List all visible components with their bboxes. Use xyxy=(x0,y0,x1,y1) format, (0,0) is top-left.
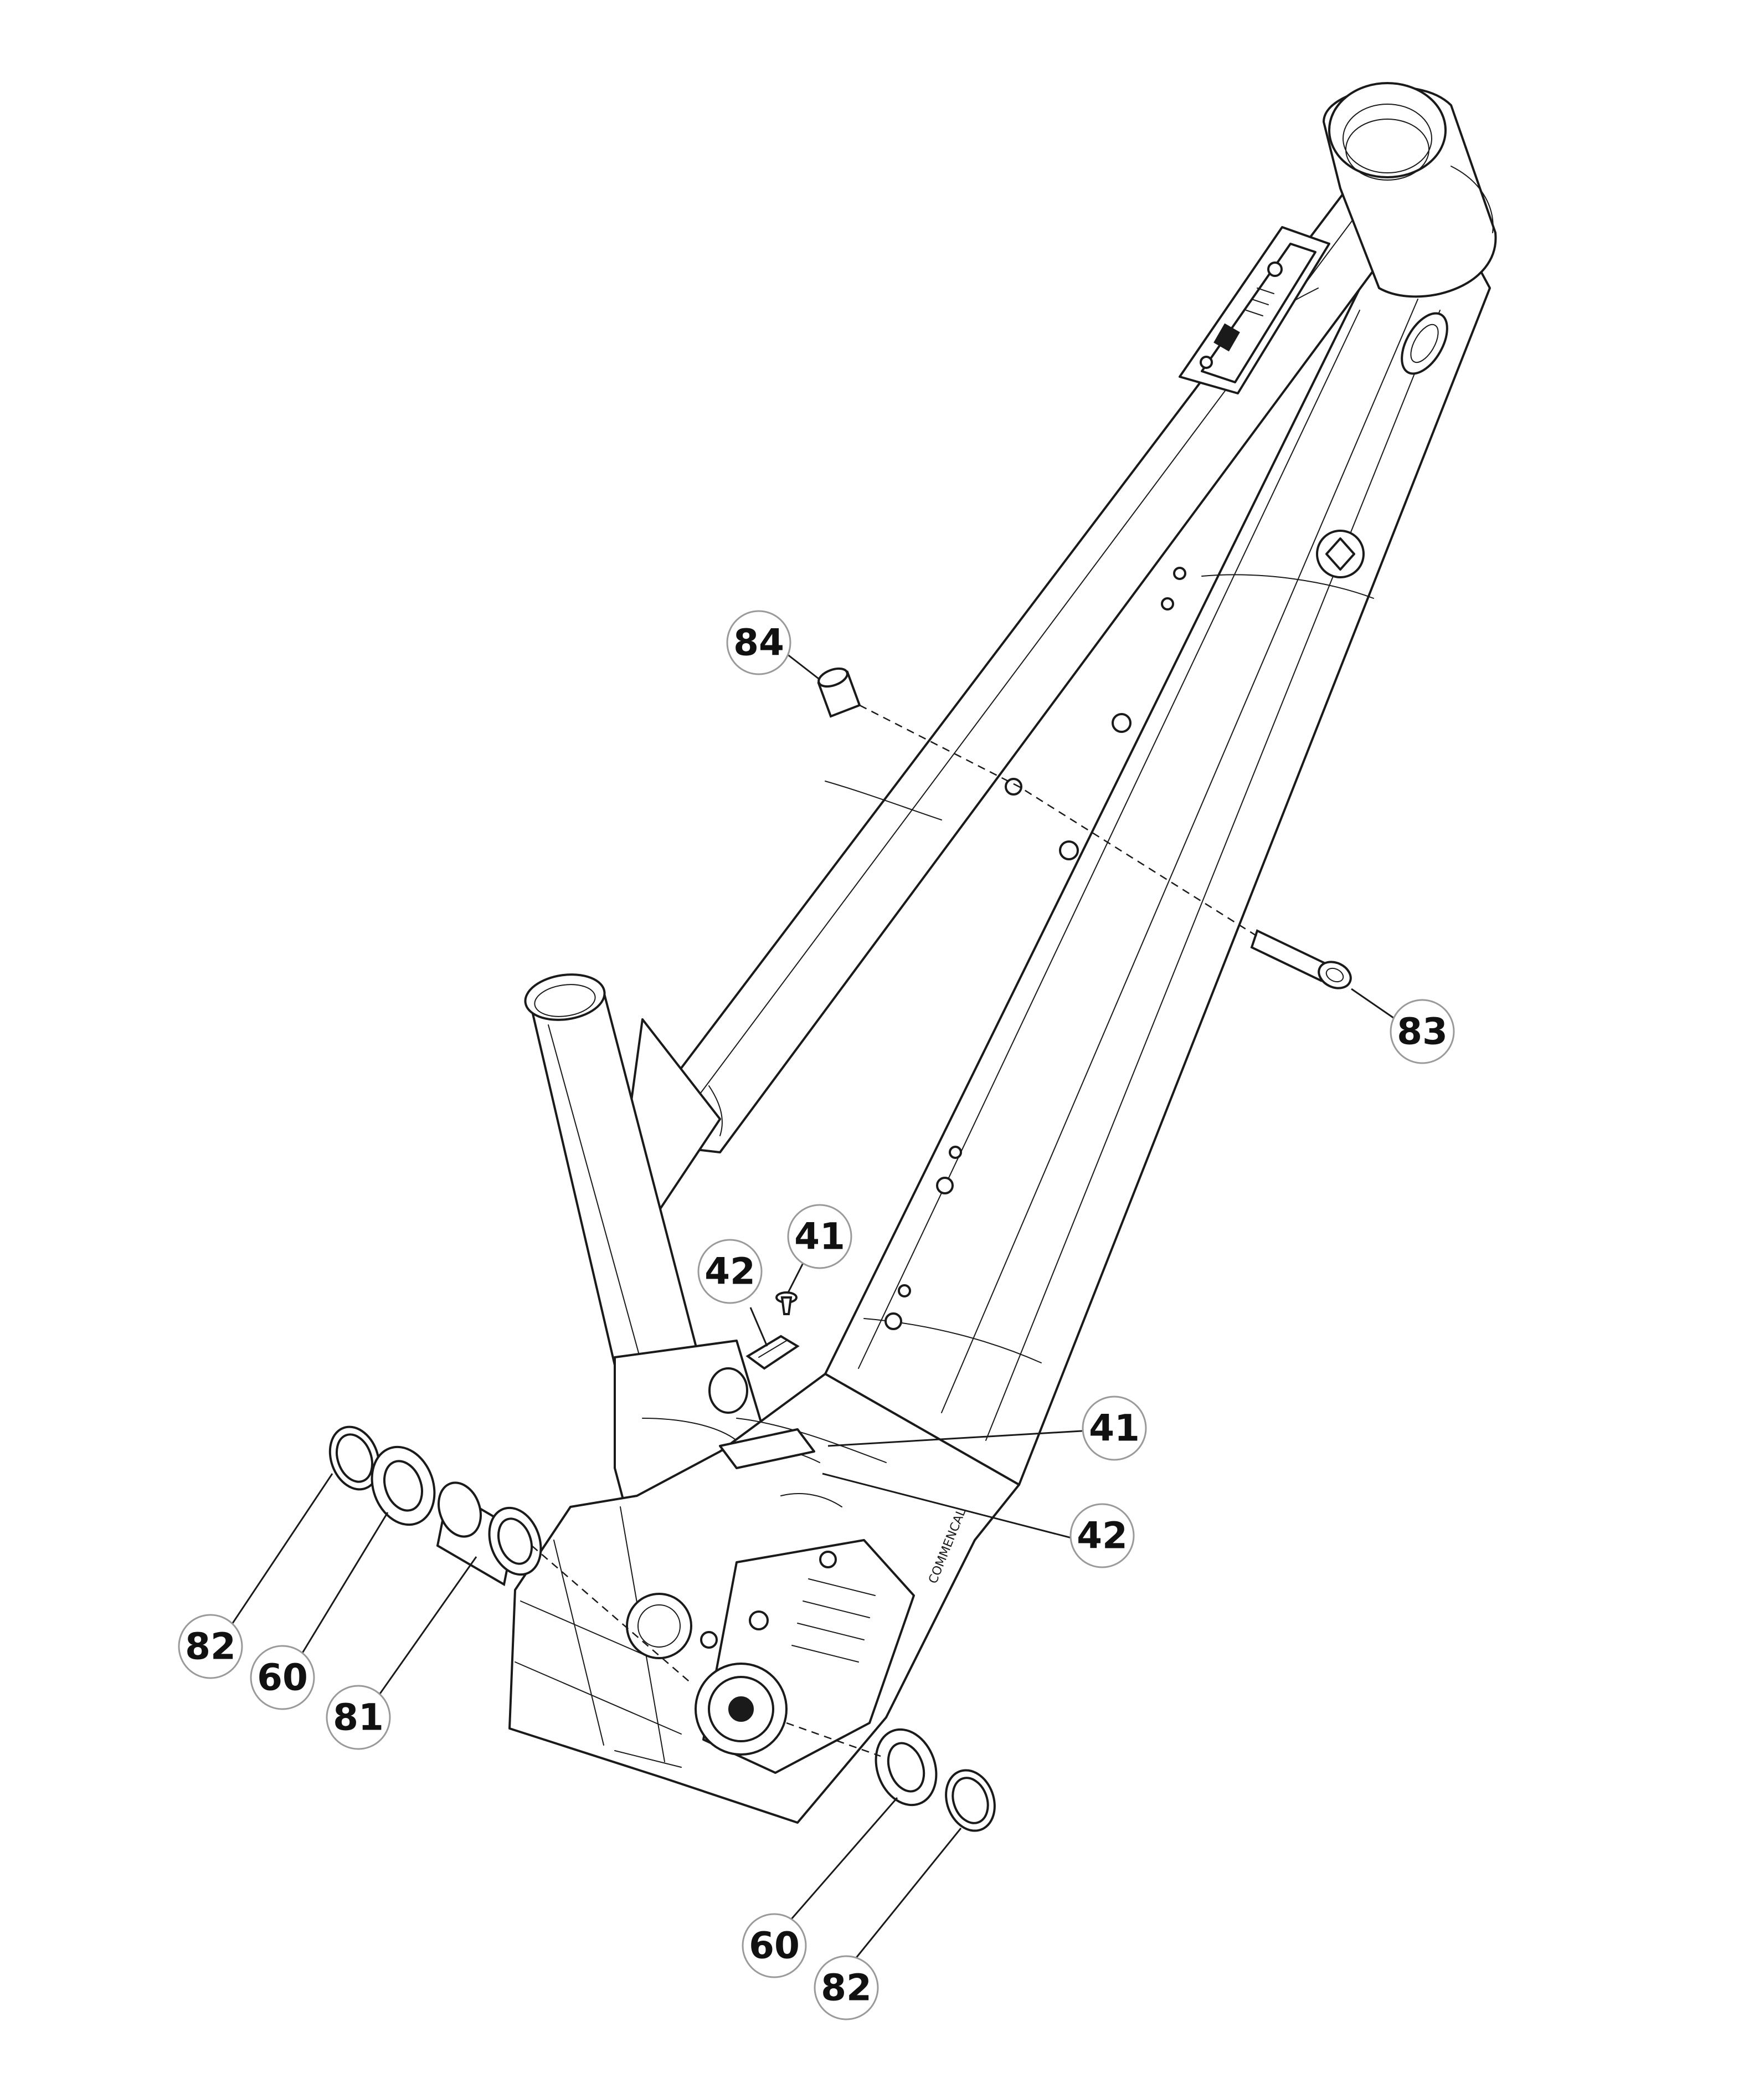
down-tube-bolts xyxy=(884,567,1186,1330)
leader-lines xyxy=(226,653,1396,1959)
callout-83: 83 xyxy=(1390,999,1455,1064)
bearing-60-left xyxy=(371,1445,436,1526)
svg-text:41: 41 xyxy=(794,1215,845,1258)
svg-text:81: 81 xyxy=(333,1696,384,1739)
svg-text:41: 41 xyxy=(1089,1407,1140,1450)
svg-text:60: 60 xyxy=(257,1656,308,1699)
callout-42-upper: 42 xyxy=(697,1239,763,1304)
bolt-83 xyxy=(1250,929,1352,989)
seat-tube-opening xyxy=(524,973,606,1021)
leader-60-right xyxy=(783,1797,898,1928)
callout-81: 81 xyxy=(326,1685,391,1750)
callout-84: 84 xyxy=(726,610,791,675)
callout-60-left: 60 xyxy=(250,1645,315,1710)
bearing-60-right xyxy=(875,1728,938,1807)
frame-logo-badge xyxy=(1316,530,1365,578)
axis-spacer-84 xyxy=(859,704,1258,937)
callouts: 84 83 42 41 41 42 82 60 xyxy=(178,610,1455,2020)
leader-41-lower xyxy=(827,1429,1092,1447)
assembly-axes xyxy=(531,704,1258,1757)
leader-60-left xyxy=(292,1512,389,1668)
callout-41-upper: 41 xyxy=(787,1204,852,1269)
seal-ring-82-right xyxy=(945,1769,996,1832)
callout-42-lower: 42 xyxy=(1069,1503,1135,1568)
leader-42-upper xyxy=(749,1307,768,1347)
control-display-unit xyxy=(1179,226,1330,394)
svg-text:84: 84 xyxy=(733,622,784,664)
axis-bb-left xyxy=(531,1545,693,1685)
axis-bb-right xyxy=(786,1722,881,1757)
svg-text:83: 83 xyxy=(1397,1010,1448,1053)
callout-41-lower: 41 xyxy=(1082,1396,1147,1461)
callout-82-right: 82 xyxy=(814,1955,879,2020)
svg-text:42: 42 xyxy=(704,1250,755,1293)
leader-42-lower xyxy=(822,1473,1081,1541)
leader-84 xyxy=(786,653,819,680)
leader-83 xyxy=(1351,988,1396,1020)
svg-text:60: 60 xyxy=(749,1925,800,1967)
bike-frame: COMMENCAL xyxy=(508,82,1497,1824)
leader-41-upper xyxy=(786,1263,804,1294)
exploded-parts xyxy=(328,667,1352,1832)
motor-spindle xyxy=(695,1663,788,1756)
cable-guide-42-upper xyxy=(745,1335,800,1370)
svg-text:42: 42 xyxy=(1077,1515,1128,1557)
spacer-84 xyxy=(817,667,861,718)
seal-ring-82-left xyxy=(328,1425,380,1491)
cable-port xyxy=(1401,312,1448,375)
head-tube-top-opening xyxy=(1328,82,1447,178)
leader-81 xyxy=(370,1556,477,1707)
spindle-sleeve-81 xyxy=(436,1481,542,1587)
callout-82-left: 82 xyxy=(178,1614,243,1679)
leader-82-right xyxy=(855,1828,962,1959)
svg-text:82: 82 xyxy=(821,1967,872,2009)
leader-82-left xyxy=(226,1473,333,1632)
callout-60-right: 60 xyxy=(742,1913,807,1978)
svg-text:82: 82 xyxy=(185,1625,236,1668)
screw-41-upper xyxy=(775,1291,798,1315)
